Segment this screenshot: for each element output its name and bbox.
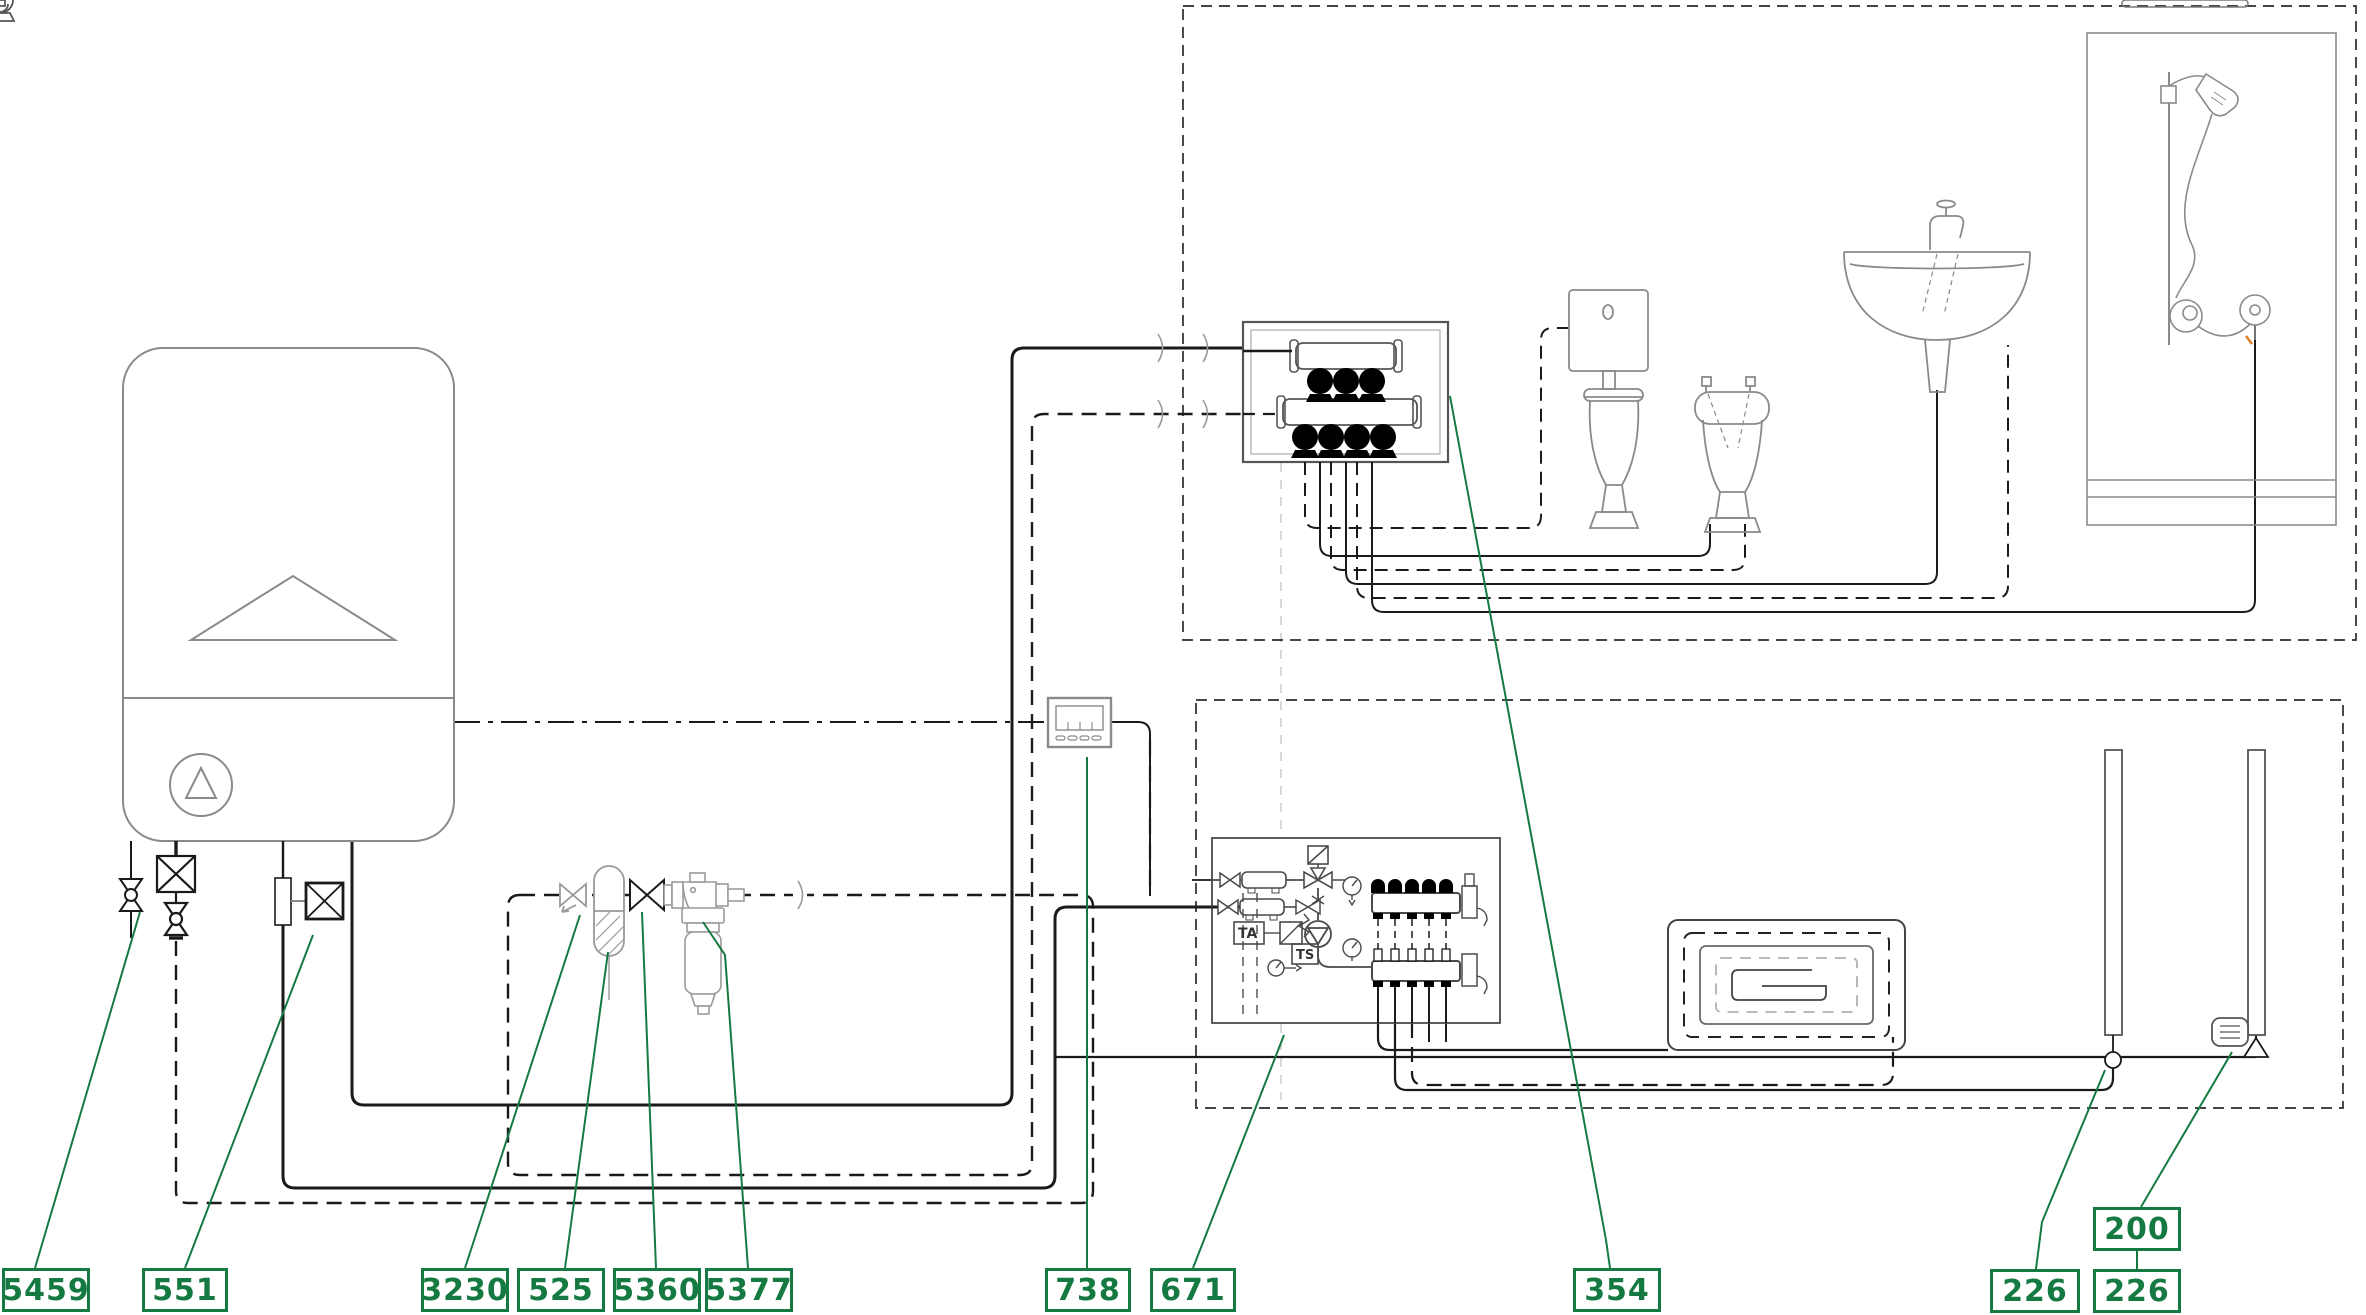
water-filter-icon bbox=[663, 872, 745, 1015]
part-label-525: 525 bbox=[517, 1268, 605, 1312]
sanitary-manifold-ports bbox=[0, 0, 16, 22]
radiator-rungs bbox=[2121, 0, 2249, 8]
boiler-fill-valve-icon bbox=[155, 841, 197, 940]
ts-sensor-box bbox=[1291, 943, 1319, 965]
towel-radiator bbox=[2104, 0, 2270, 1069]
shower-rail-bracket bbox=[2160, 85, 2177, 104]
toilet bbox=[1568, 289, 1649, 529]
part-label-5459: 5459 bbox=[2, 1268, 90, 1312]
shower-hose-icon bbox=[2169, 113, 2251, 337]
shower bbox=[2086, 32, 2337, 526]
floor-heating-coil bbox=[1667, 919, 1906, 1051]
heating-zone-border bbox=[1195, 699, 2344, 1109]
leader-lines bbox=[34, 395, 2233, 1270]
thermometer-icon bbox=[1342, 876, 1362, 907]
mixing-station bbox=[1211, 837, 1501, 1024]
control-lines bbox=[454, 721, 1151, 896]
radiator-left-bar bbox=[2104, 749, 2123, 1036]
handshower-icon bbox=[2168, 72, 2239, 117]
sanitary-bus-pipes bbox=[1304, 326, 2256, 613]
washbasin bbox=[1843, 199, 2031, 393]
shower-mixer-icon bbox=[2239, 294, 2271, 345]
part-label-226-left: 226 bbox=[1990, 1269, 2080, 1313]
shutoff-valve-icon bbox=[629, 877, 665, 913]
circulation-pump-icon bbox=[1304, 920, 1332, 948]
room-thermostat bbox=[1046, 696, 1113, 749]
mixing-station-loop-lines bbox=[1373, 919, 1451, 1023]
safety-valve-icon bbox=[1295, 898, 1321, 938]
bidet bbox=[1694, 376, 1770, 533]
check-valve-icon bbox=[559, 882, 587, 913]
bathroom-zone-border bbox=[1182, 5, 2357, 641]
part-label-671: 671 bbox=[1150, 1268, 1236, 1312]
part-label-3230: 3230 bbox=[421, 1268, 509, 1312]
radiator-right-bar bbox=[2247, 749, 2266, 1036]
thermostat-right-wire bbox=[1111, 721, 1151, 896]
boiler-drain-valve-icon bbox=[118, 841, 144, 938]
pipe-break-marks bbox=[797, 333, 1209, 910]
part-label-5360: 5360 bbox=[613, 1268, 701, 1312]
boiler bbox=[122, 347, 455, 842]
thermostat-buttons bbox=[1055, 735, 1102, 741]
radiator-valve-right-icon bbox=[2242, 1036, 2270, 1058]
ta-label: TA bbox=[1238, 926, 1257, 942]
boiler-pump-icon bbox=[169, 753, 233, 817]
gas-shutoff-valve-icon bbox=[274, 841, 345, 926]
part-label-226-right: 226 bbox=[2093, 1269, 2181, 1313]
part-label-738: 738 bbox=[1045, 1268, 1131, 1312]
thermometer-icon-2 bbox=[1342, 938, 1362, 961]
dosing-unit-icon bbox=[593, 865, 625, 1000]
mixing-station-ports bbox=[0, 0, 6, 7]
basin-faucet-icon bbox=[1929, 199, 1965, 250]
part-label-200: 200 bbox=[2093, 1207, 2181, 1251]
electric-heating-element-icon bbox=[2211, 1017, 2249, 1047]
boiler-brand-triangle bbox=[187, 574, 399, 641]
heating-pipes bbox=[281, 346, 2258, 1190]
part-label-551: 551 bbox=[142, 1268, 228, 1312]
ts-label: TS bbox=[1296, 948, 1314, 963]
pressure-gauge-icon bbox=[1267, 959, 1303, 977]
part-label-354: 354 bbox=[1573, 1268, 1661, 1312]
radiator-valve-left-icon bbox=[2104, 1035, 2122, 1069]
part-label-5377: 5377 bbox=[705, 1268, 793, 1312]
cold-water-dashed-pipes bbox=[174, 412, 1895, 1205]
three-way-valve-icon bbox=[1303, 845, 1333, 890]
